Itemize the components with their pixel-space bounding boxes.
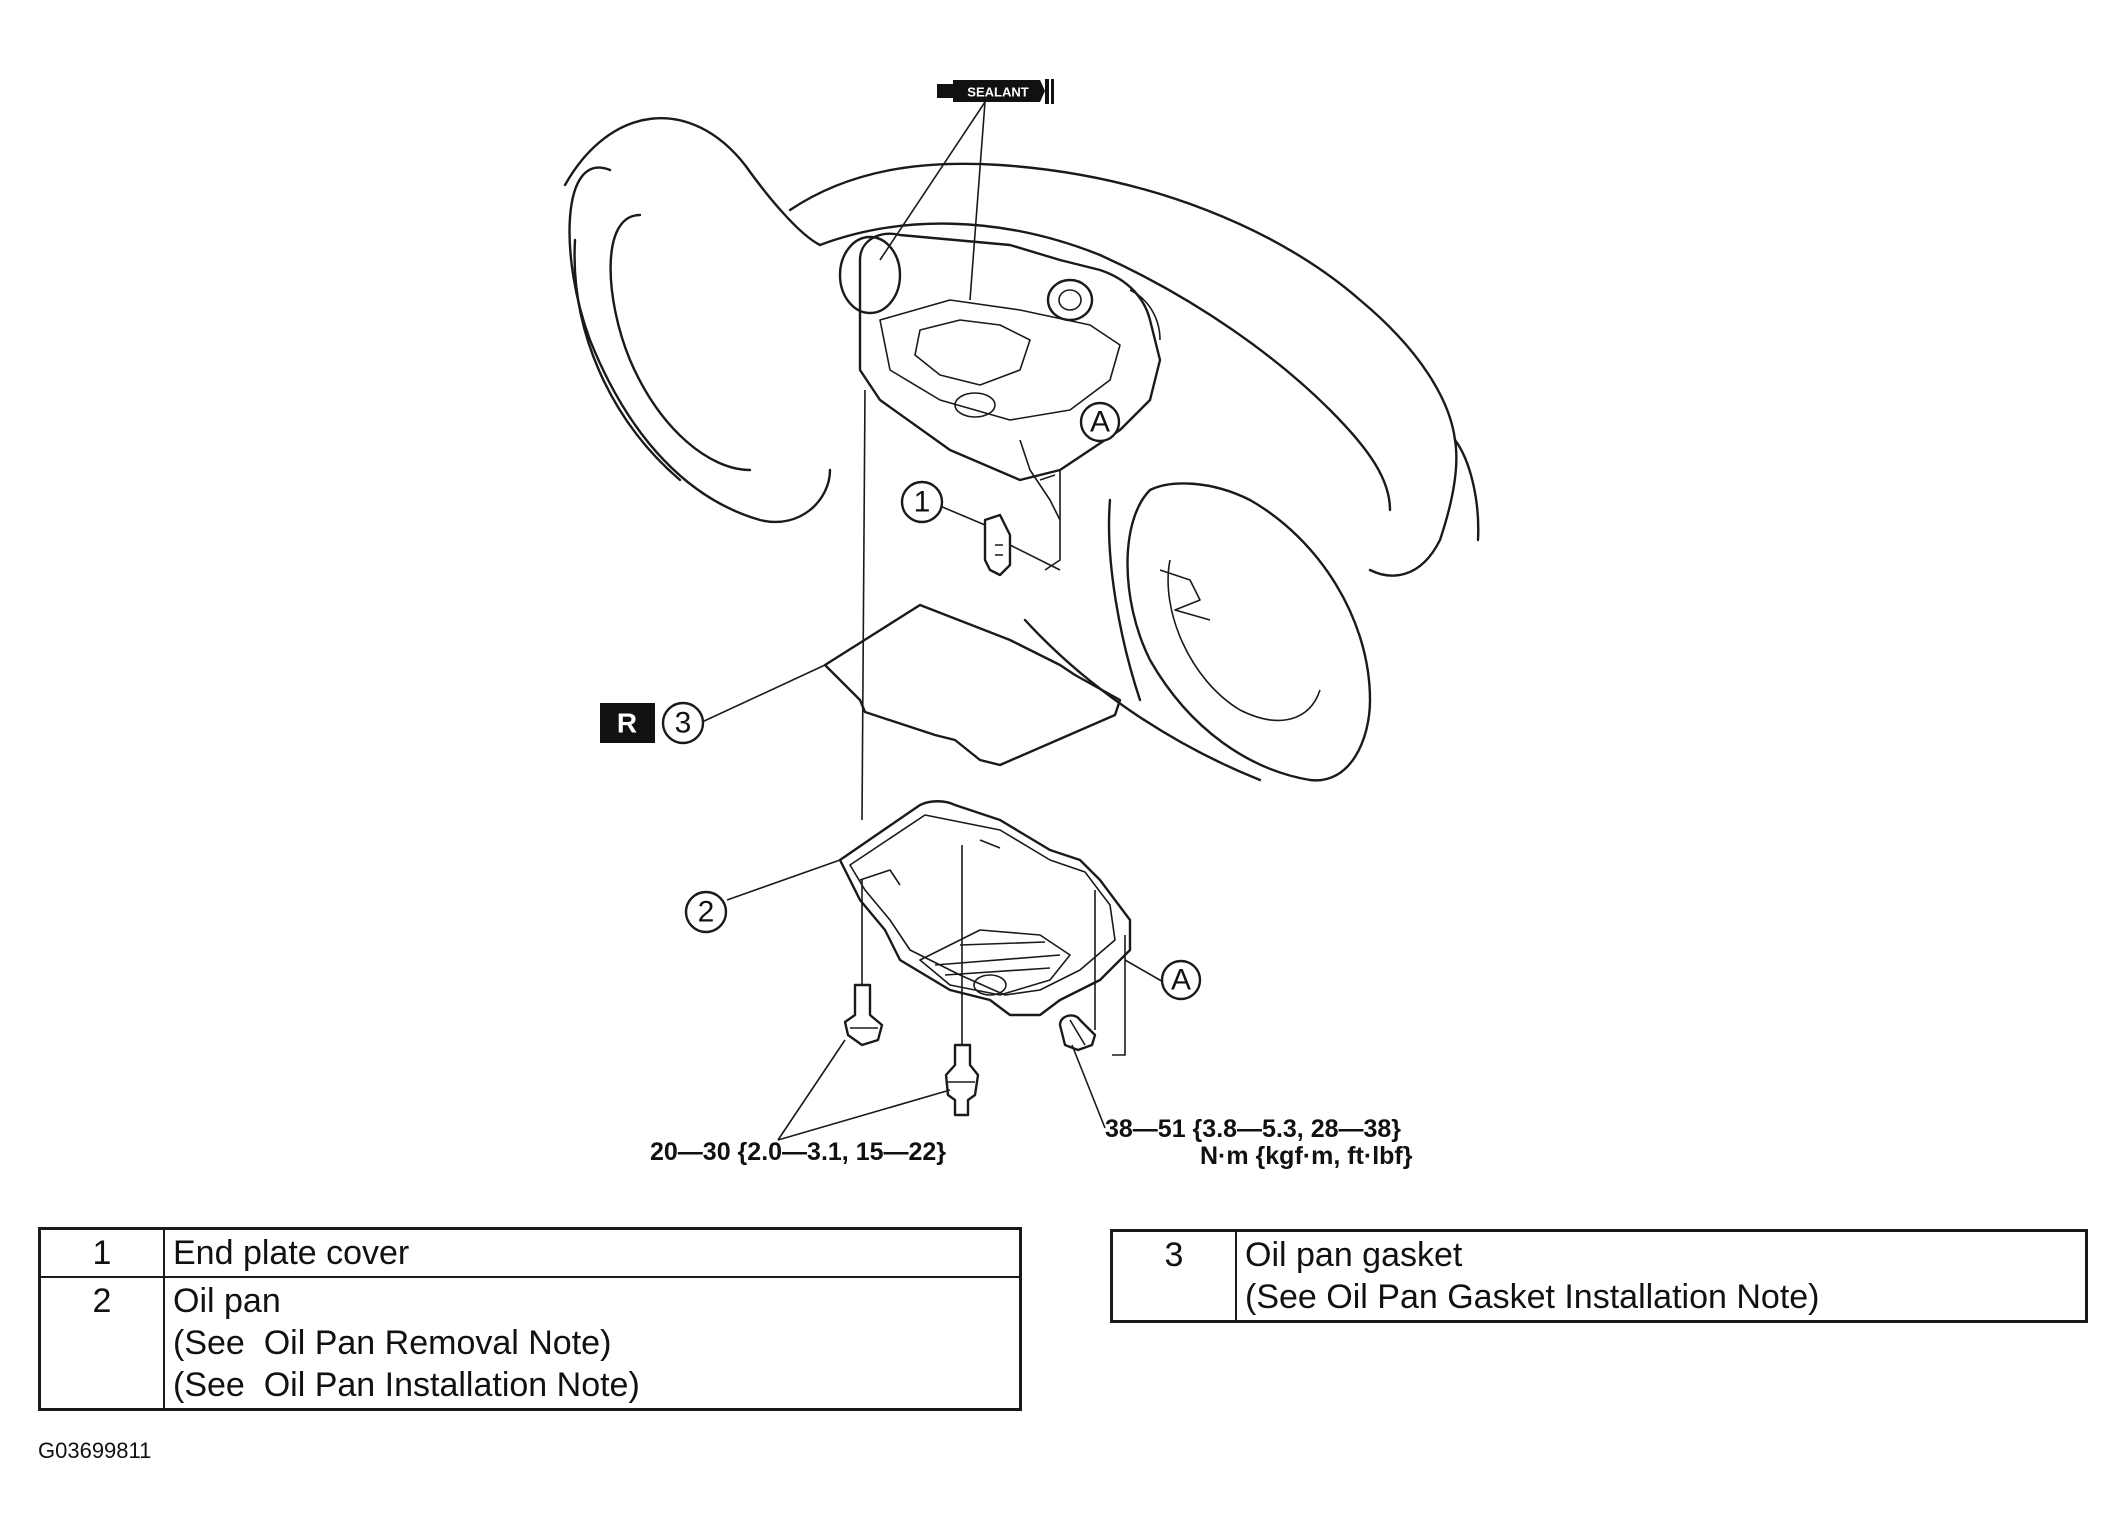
oil-pan [838, 800, 1132, 1017]
part-description: End plate cover [163, 1227, 1022, 1278]
table-row: 3 Oil pan gasket (See Oil Pan Gasket Ins… [1110, 1229, 2088, 1323]
callout-a-lower: A [1160, 959, 1202, 1001]
callout-3: R 3 [600, 701, 705, 745]
engine-block [838, 232, 1162, 571]
callout-a-upper: A [1079, 401, 1121, 443]
callout-leader-1 [939, 505, 986, 526]
oil-pan-bolt-short [843, 983, 884, 1047]
vehicle-underbody-outline [563, 117, 1480, 782]
callout-leader-3 [701, 664, 826, 723]
svg-text:A: A [1171, 964, 1191, 997]
replace-label: R [617, 708, 637, 739]
part-number: 1 [38, 1227, 165, 1278]
oil-pan-stud-bolt [944, 1043, 980, 1117]
torque-leader-small-a [777, 1039, 846, 1141]
part-number: 3 [1110, 1229, 1237, 1323]
sealant-label: SEALANT [967, 85, 1028, 100]
guide-lines [861, 389, 1126, 1056]
torque-units: N·m {kgf·m, ft·lbf} [1200, 1142, 1413, 1170]
oil-pan-gasket-outline [823, 603, 1122, 767]
torque-leader-small-b [777, 1089, 951, 1141]
svg-text:1: 1 [914, 486, 931, 519]
torque-leader-large [1071, 1044, 1106, 1129]
part-number: 2 [38, 1276, 165, 1411]
figure-id: G03699811 [38, 1438, 152, 1463]
replace-badge [600, 703, 655, 743]
sealant-leader-left [879, 101, 986, 261]
table-row: 1 End plate cover [38, 1227, 1022, 1278]
sealant-leader-right [969, 101, 986, 301]
callout-leader-a-lower [1124, 959, 1166, 984]
exploded-view-diagram: SEALANT 1 A R 3 2 A 20—30 {2.0—3.1, 15—2… [563, 79, 1480, 1170]
torque-label-small: 20—30 {2.0—3.1, 15—22} [650, 1138, 946, 1166]
parts-table-right: 3 Oil pan gasket (See Oil Pan Gasket Ins… [1110, 1229, 2088, 1323]
sealant-tube-icon: SEALANT [937, 79, 1054, 104]
callout-2: 2 [684, 890, 728, 934]
torque-label-large: 38—51 {3.8—5.3, 28—38} [1105, 1115, 1401, 1143]
end-plate-cover [983, 513, 1061, 577]
callout-1: 1 [900, 480, 944, 524]
callout-leader-2 [726, 859, 841, 901]
oil-pan-bolt-flange [1058, 1014, 1097, 1052]
svg-text:2: 2 [698, 896, 715, 929]
part-description: Oil pan (See Oil Pan Removal Note) (See … [163, 1276, 1022, 1411]
svg-text:A: A [1090, 406, 1110, 439]
parts-table-left: 1 End plate cover 2 Oil pan (See Oil Pan… [38, 1227, 1022, 1411]
part-description: Oil pan gasket (See Oil Pan Gasket Insta… [1235, 1229, 2088, 1323]
table-row: 2 Oil pan (See Oil Pan Removal Note) (Se… [38, 1276, 1022, 1411]
svg-text:3: 3 [675, 707, 692, 740]
